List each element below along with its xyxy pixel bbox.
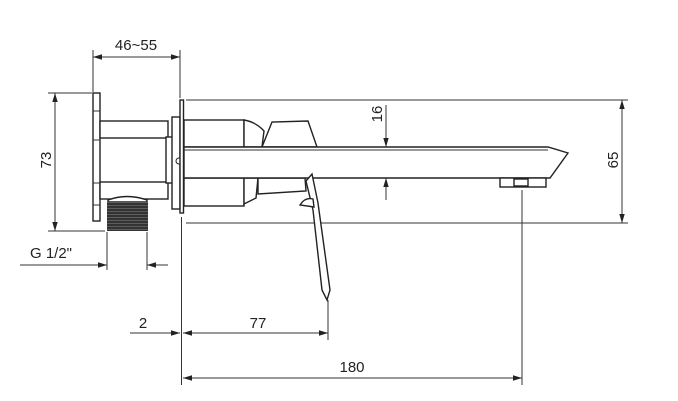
wall-fixture xyxy=(92,92,183,231)
thread-label: G 1/2" xyxy=(30,245,72,262)
dimension-total-height: 65 xyxy=(605,100,625,223)
spout-reach-label: 180 xyxy=(339,359,364,376)
lever-offset-label: 77 xyxy=(250,315,267,332)
wall-gap-label: 2 xyxy=(139,315,147,332)
depth-range-label: 46~55 xyxy=(115,37,157,54)
spout-thickness-label: 16 xyxy=(369,106,386,123)
mixer-body xyxy=(183,119,570,302)
dimension-spout-thickness: 16 xyxy=(369,105,389,200)
dimension-plate-height: 73 xyxy=(38,92,105,232)
dimension-thread: G 1/2" xyxy=(20,232,168,270)
dimension-lever-offset: 2 77 xyxy=(130,300,329,340)
plate-height-label: 73 xyxy=(38,152,55,169)
total-height-label: 65 xyxy=(605,152,622,169)
dimension-spout-reach: 180 xyxy=(183,190,523,385)
wall-line xyxy=(179,99,628,385)
thread-nut xyxy=(107,202,148,231)
dimension-depth-range: 46~55 xyxy=(92,37,181,98)
